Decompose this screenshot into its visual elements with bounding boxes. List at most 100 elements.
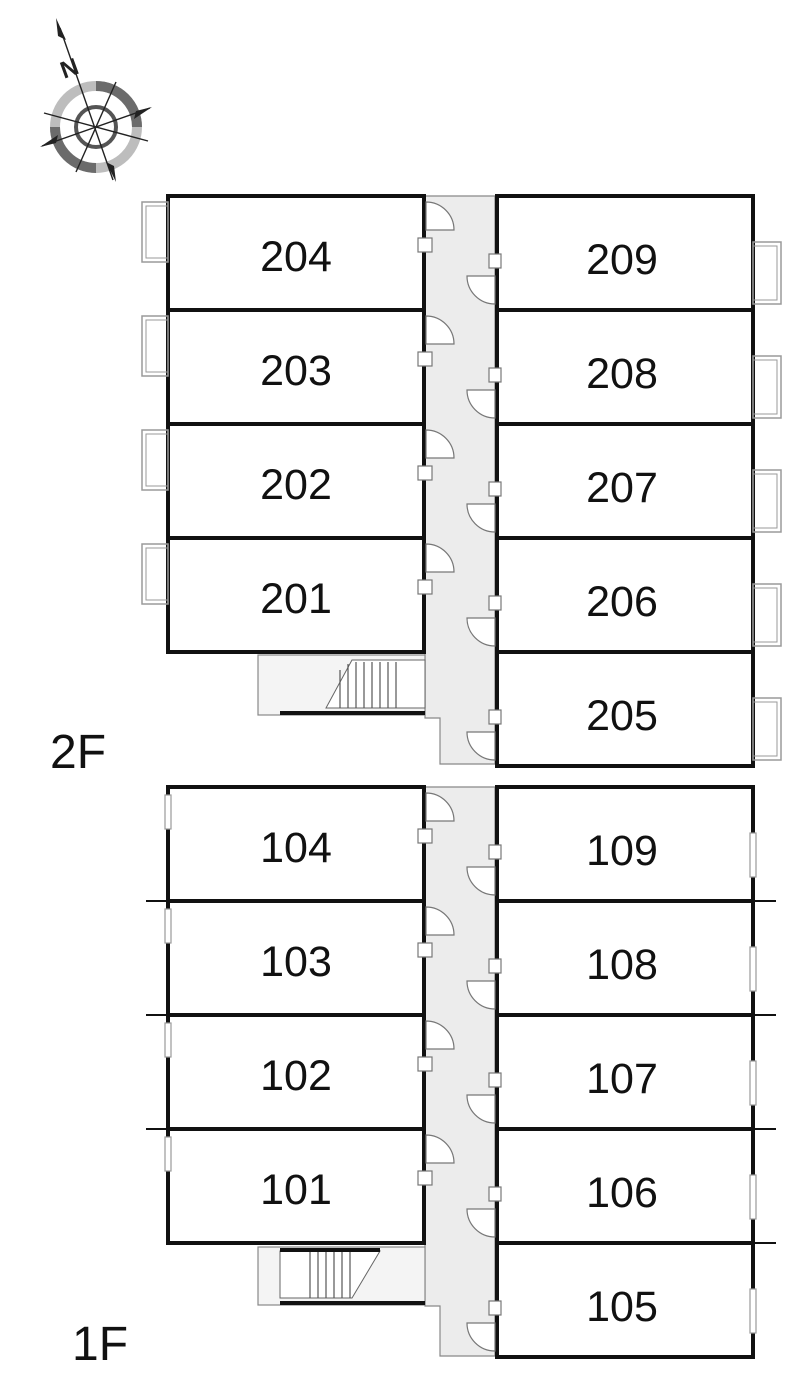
meter-box — [488, 1186, 502, 1202]
unit-101[interactable]: 101 — [146, 1127, 455, 1245]
unit-number-205: 205 — [586, 692, 658, 740]
stair-landing-2f — [257, 654, 426, 716]
unit-outline — [495, 194, 755, 312]
unit-outline — [495, 536, 755, 654]
meter-box — [417, 351, 433, 367]
window — [164, 1022, 172, 1058]
window — [749, 1060, 757, 1106]
door-swing-icon — [425, 792, 455, 822]
meter-box — [488, 709, 502, 725]
unit-number-206: 206 — [586, 578, 658, 626]
window — [749, 1288, 757, 1334]
door-swing-icon — [466, 1322, 496, 1352]
unit-106[interactable]: 106 — [466, 1127, 776, 1245]
unit-202[interactable]: 202 — [141, 422, 455, 540]
window — [749, 946, 757, 992]
window — [749, 832, 757, 878]
door-swing-icon — [425, 906, 455, 936]
unit-outline — [166, 785, 426, 903]
window — [164, 794, 172, 830]
unit-209[interactable]: 209 — [466, 194, 782, 312]
unit-109[interactable]: 109 — [466, 785, 757, 903]
unit-number-208: 208 — [586, 350, 658, 398]
unit-outline — [166, 899, 426, 1017]
balcony-inner — [752, 587, 778, 643]
balcony-inner — [145, 205, 169, 259]
meter-box — [417, 465, 433, 481]
unit-outline — [495, 422, 755, 540]
unit-outline — [166, 308, 426, 426]
door-swing-icon — [425, 1134, 455, 1164]
balcony-inner — [752, 245, 778, 301]
unit-outline — [495, 1127, 755, 1245]
balcony-inner — [145, 319, 169, 373]
door-swing-icon — [466, 389, 496, 419]
door-swing-icon — [425, 201, 455, 231]
door-swing-icon — [425, 429, 455, 459]
unit-number-105: 105 — [586, 1283, 658, 1331]
balcony-inner — [752, 701, 778, 757]
door-swing-icon — [425, 315, 455, 345]
unit-108[interactable]: 108 — [466, 899, 776, 1017]
unit-number-204: 204 — [260, 233, 332, 281]
meter-box — [488, 958, 502, 974]
meter-box — [488, 481, 502, 497]
balcony-inner — [145, 547, 169, 601]
door-swing-icon — [466, 866, 496, 896]
meter-box — [488, 367, 502, 383]
unit-102[interactable]: 102 — [146, 1013, 455, 1131]
unit-number-101: 101 — [260, 1166, 332, 1214]
unit-number-201: 201 — [260, 575, 332, 623]
unit-number-202: 202 — [260, 461, 332, 509]
unit-103[interactable]: 103 — [146, 899, 455, 1017]
unit-204[interactable]: 204 — [141, 194, 455, 312]
compass-rose-icon: N — [40, 18, 152, 182]
balcony-inner — [145, 433, 169, 487]
unit-outline — [166, 422, 426, 540]
unit-outline — [166, 194, 426, 312]
meter-box — [488, 253, 502, 269]
unit-206[interactable]: 206 — [466, 536, 782, 654]
window — [749, 1174, 757, 1220]
door-swing-icon — [466, 503, 496, 533]
door-swing-icon — [425, 1020, 455, 1050]
unit-208[interactable]: 208 — [466, 308, 782, 426]
unit-outline — [166, 1127, 426, 1245]
meter-box — [488, 1072, 502, 1088]
meter-box — [417, 579, 433, 595]
meter-box — [417, 1170, 433, 1186]
unit-outline — [495, 1013, 755, 1131]
meter-box — [488, 844, 502, 860]
compass-north-label: N — [57, 53, 83, 84]
door-swing-icon — [425, 543, 455, 573]
unit-203[interactable]: 203 — [141, 308, 455, 426]
window — [164, 1136, 172, 1172]
meter-box — [488, 1300, 502, 1316]
unit-207[interactable]: 207 — [466, 422, 782, 540]
unit-104[interactable]: 104 — [164, 785, 455, 903]
unit-number-106: 106 — [586, 1169, 658, 1217]
door-swing-icon — [466, 275, 496, 305]
unit-outline — [495, 899, 755, 1017]
balcony-inner — [752, 359, 778, 415]
unit-107[interactable]: 107 — [466, 1013, 776, 1131]
units-layer: 204 203 202 201 209 208 207 206 205 104 103 102 101 1… — [141, 194, 782, 1359]
unit-number-207: 207 — [586, 464, 658, 512]
unit-outline — [495, 1241, 755, 1359]
unit-number-103: 103 — [260, 938, 332, 986]
unit-number-109: 109 — [586, 827, 658, 875]
unit-number-102: 102 — [260, 1052, 332, 1100]
stair-landing-1f — [257, 1246, 426, 1306]
door-swing-icon — [466, 617, 496, 647]
meter-box — [417, 942, 433, 958]
unit-number-107: 107 — [586, 1055, 658, 1103]
floor-label-2f: 2F — [50, 726, 106, 779]
unit-201[interactable]: 201 — [141, 536, 455, 654]
unit-205[interactable]: 205 — [466, 650, 782, 768]
meter-box — [488, 595, 502, 611]
meter-box — [417, 1056, 433, 1072]
unit-number-104: 104 — [260, 824, 332, 872]
unit-105[interactable]: 105 — [466, 1241, 776, 1359]
balcony-inner — [752, 473, 778, 529]
